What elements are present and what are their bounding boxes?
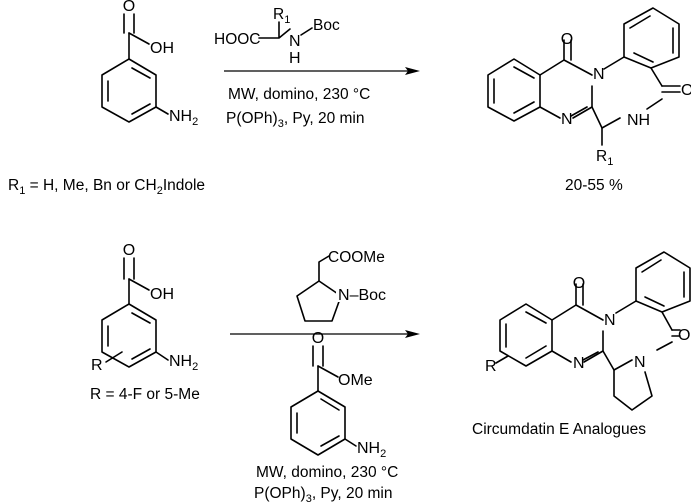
reaction-arrow-1 bbox=[224, 67, 420, 75]
circumdatin-product-structure: R O N N O N bbox=[485, 251, 691, 411]
scheme-2: O OH NH2 R R = 4-F or 5-Me COOMe N–Boc bbox=[90, 242, 691, 504]
r1-definition: R1 = H, Me, Bn or CH2Indole bbox=[8, 177, 205, 197]
acid-amine-label: NH2 bbox=[169, 353, 198, 373]
proline-nitrogen: N–Boc bbox=[338, 287, 386, 304]
lactam-nh: NH bbox=[627, 112, 650, 129]
product-2-n3: N bbox=[604, 312, 616, 329]
product-1-structure: O N N O NH R1 bbox=[487, 7, 691, 168]
anthranilic-acid-structure: O OH NH2 bbox=[101, 0, 198, 128]
product-r1-label: R1 bbox=[596, 148, 613, 168]
product-caption: Circumdatin E Analogues bbox=[472, 421, 646, 438]
ester-carbonyl-oxygen: O bbox=[312, 330, 324, 347]
methyl-anthranilate-structure: O OMe NH2 bbox=[290, 330, 386, 460]
r1-label: R1 bbox=[273, 6, 290, 26]
amine-label: NH2 bbox=[169, 108, 198, 128]
ester-amine-label: NH2 bbox=[357, 440, 386, 460]
quinazolinone-oxygen: O bbox=[561, 31, 573, 48]
scheme-1: O OH NH2 HOOC R1 N H Boc MW, domino, 230… bbox=[8, 0, 691, 197]
substituted-anthranilic-acid-structure: O OH NH2 R bbox=[91, 242, 198, 374]
quinazoline-nitrogen: N bbox=[561, 111, 573, 128]
carbonyl-oxygen: O bbox=[123, 0, 135, 15]
conditions-1-line1: MW, domino, 230 °C bbox=[228, 86, 370, 103]
r-substituent-label: R bbox=[91, 357, 103, 374]
conditions-2-line1: MW, domino, 230 °C bbox=[256, 464, 398, 481]
boc-amino-acid-structure: HOOC R1 N H Boc bbox=[214, 6, 340, 67]
hooc-label: HOOC bbox=[214, 31, 261, 48]
r-definition: R = 4-F or 5-Me bbox=[90, 386, 200, 403]
pyrrolidine-nitrogen: N bbox=[634, 354, 646, 371]
product-2-oxygen: O bbox=[573, 275, 585, 292]
product-r-label: R bbox=[485, 358, 497, 375]
amide-nitrogen: N bbox=[289, 33, 301, 50]
amide-hydrogen: H bbox=[289, 50, 301, 67]
product-2-lactam-oxygen: O bbox=[678, 327, 690, 344]
conditions-1-line2: P(OPh)3, Py, 20 min bbox=[226, 110, 365, 130]
quinazoline-n3: N bbox=[593, 66, 605, 83]
acid-hydroxyl-label: OH bbox=[150, 286, 174, 303]
ome-label: OMe bbox=[338, 372, 373, 389]
lactam-oxygen: O bbox=[681, 82, 691, 99]
reaction-arrow-2 bbox=[230, 330, 420, 338]
boc-label: Boc bbox=[313, 17, 340, 34]
product-2-nitrogen: N bbox=[573, 355, 585, 372]
coome-label: COOMe bbox=[328, 249, 385, 266]
yield-label: 20-55 % bbox=[565, 177, 623, 194]
acid-carbonyl-oxygen: O bbox=[123, 242, 135, 259]
hydroxyl-label: OH bbox=[150, 40, 174, 57]
boc-proline-ester-structure: COOMe N–Boc bbox=[296, 249, 386, 322]
conditions-2-line2: P(OPh)3, Py, 20 min bbox=[254, 485, 393, 504]
